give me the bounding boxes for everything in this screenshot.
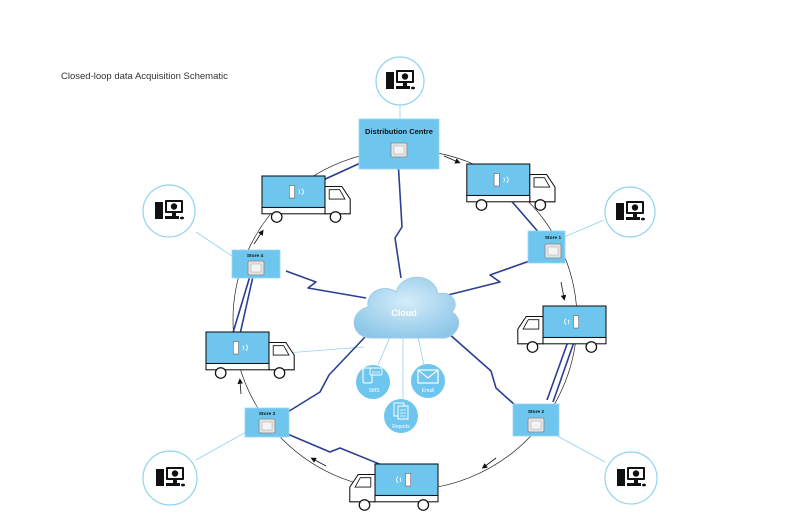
sms-badge: SMS — [372, 370, 381, 375]
sms-output: SMS SMS — [356, 365, 390, 399]
computer-store4 — [142, 184, 196, 238]
distribution-centre-label: Distribution Centre — [365, 127, 433, 136]
computer-store1 — [604, 186, 656, 238]
truck-left — [205, 331, 295, 379]
loop-arrows — [237, 155, 567, 469]
reports-output: Reports — [384, 399, 418, 433]
distribution-centre-node: Distribution Centre — [358, 118, 440, 170]
email-output: Email — [411, 364, 445, 398]
store4-node: Store 4 — [231, 249, 281, 279]
store3-label: Store 3 — [259, 411, 276, 417]
computer-dc — [375, 56, 425, 106]
reports-label: Reports — [392, 424, 410, 430]
sms-label: SMS — [369, 388, 381, 394]
diagram-title: Closed-loop data Acquisition Schematic — [61, 71, 228, 82]
cloud-label: Cloud — [391, 308, 417, 318]
computer-store2 — [604, 451, 658, 505]
store2-node: Store 2 — [512, 403, 560, 437]
store3-node: Store 3 — [244, 407, 290, 438]
store1-label: Store 1 — [545, 235, 562, 241]
cloud-node: Cloud — [353, 276, 460, 339]
truck-bottom — [349, 463, 439, 511]
truck-top-left — [261, 175, 351, 223]
truck-right — [517, 305, 607, 353]
computer-store3 — [142, 450, 198, 506]
store2-label: Store 2 — [528, 409, 545, 415]
store4-label: Store 4 — [247, 253, 264, 259]
truck-top-right — [466, 163, 556, 211]
store1-node: Store 1 — [527, 230, 566, 264]
email-label: Email — [422, 388, 435, 394]
